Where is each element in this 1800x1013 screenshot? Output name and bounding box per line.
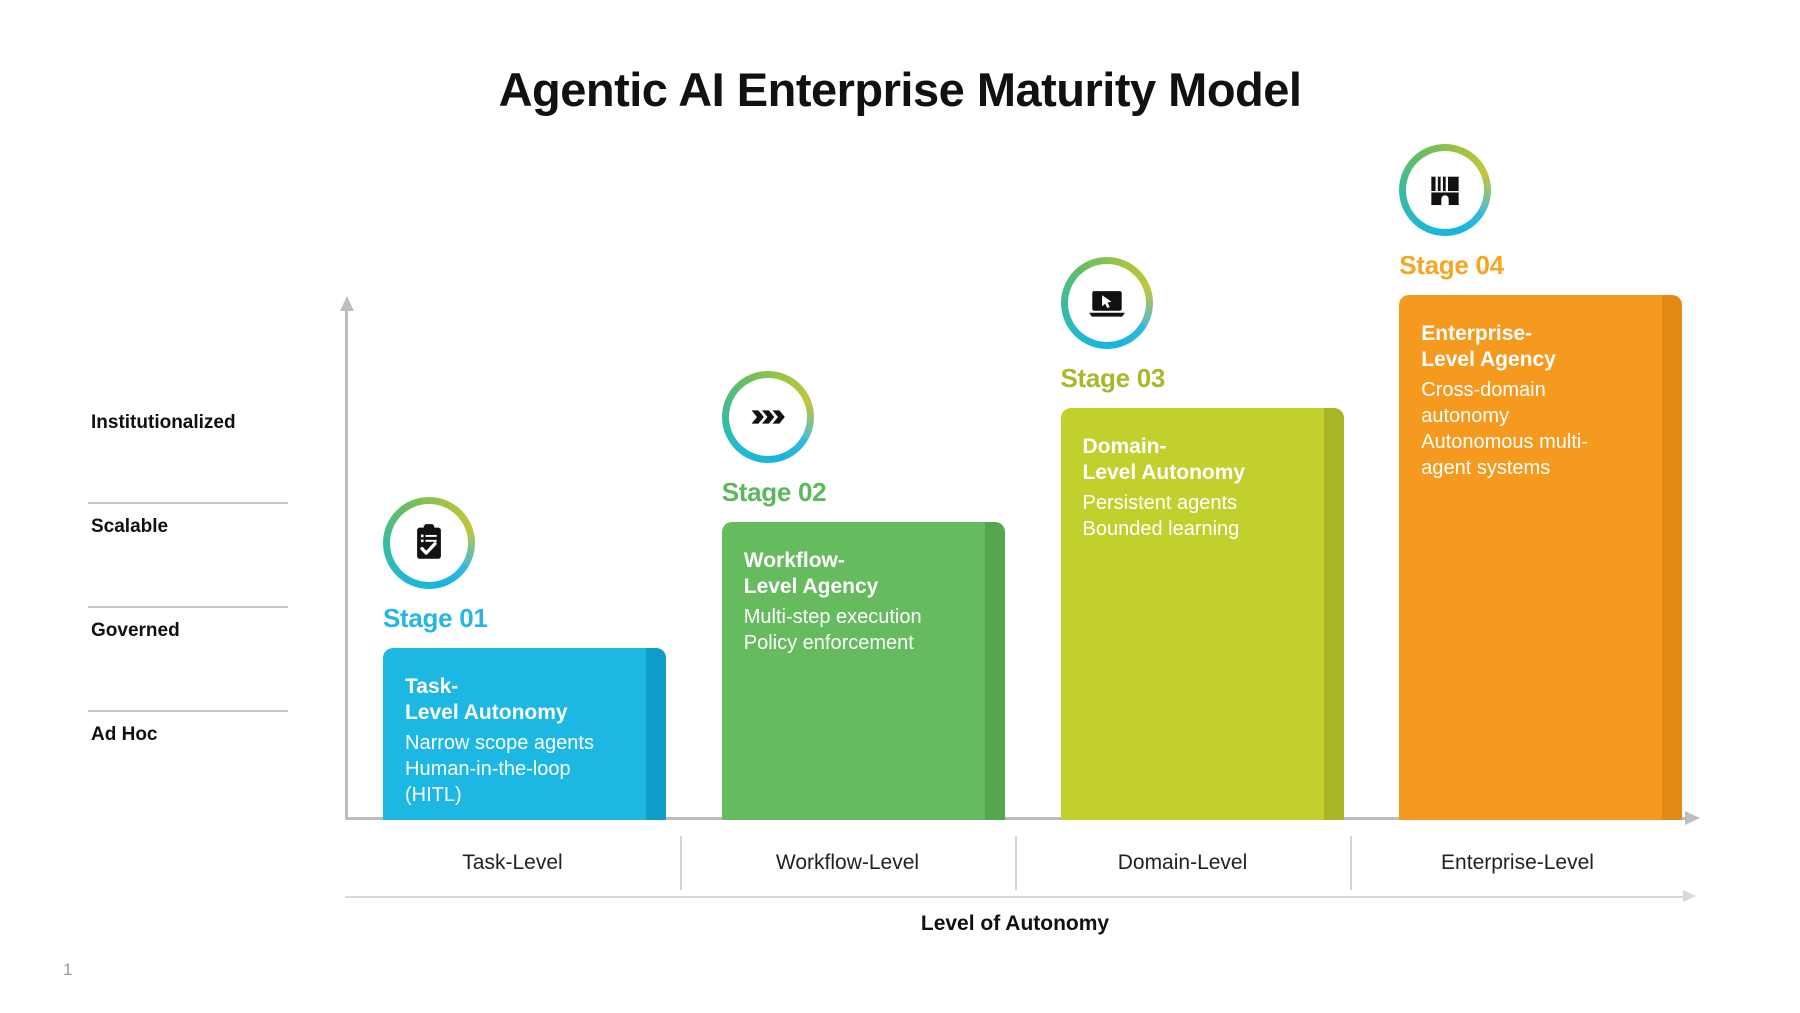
stage-bar-3[interactable]: Domain- Level Autonomy Persistent agents… [1060,408,1344,820]
stage-bar-side-3 [1323,408,1344,820]
x-axis-baseline [345,896,1685,898]
x-axis-line [345,817,1685,820]
y-axis-band: Institutionalized [88,400,298,504]
stage-columns: Stage 01 Task- Level Autonomy Narrow sco… [345,130,1700,820]
y-axis-label-governed: Governed [91,620,180,641]
y-axis-category-labels: Institutionalized Scalable Governed Ad H… [88,400,298,816]
x-axis-category-workflow-level: Workflow-Level [680,832,1015,894]
stage-label-2: Stage 02 [721,477,827,507]
y-axis-label-scalable: Scalable [91,516,169,537]
x-axis-category-task-level: Task-Level [462,851,563,874]
stage-bar-2[interactable]: Workflow- Level Agency Multi-step execut… [721,522,1005,820]
stage-bar-wrap-1: Task- Level Autonomy Narrow scope agents… [383,648,666,820]
stage-icon-ring-1 [383,497,475,589]
x-axis-category-enterprise-level: Enterprise-Level [1350,832,1685,894]
stage-bar-4[interactable]: Enterprise- Level Agency Cross-domain au… [1399,295,1683,820]
y-axis-arrow-icon [340,296,354,311]
stage-header-1: Stage 01 [345,497,684,642]
x-axis-categories: Task-Level Workflow-Level Domain-Level E… [345,832,1685,894]
y-axis-divider [88,502,288,504]
y-axis-band: Ad Hoc [88,712,298,816]
triple-chevron-icon [751,410,785,424]
y-axis-divider [88,606,288,608]
plot-area [340,296,1700,825]
stage-bar-side-4 [1662,295,1683,820]
stage-bar-body-4: Cross-domain autonomy Autonomous multi- … [1421,378,1588,479]
x-axis-arrow-icon [1685,811,1700,825]
stage-bar-body-3: Persistent agents Bounded learning [1082,491,1240,540]
stage-column-4[interactable]: Stage 04 Enterprise- Level Agency Cross-… [1361,130,1700,820]
stage-column-2[interactable]: Stage 02 Workflow- Level Agency Multi-st… [684,130,1023,820]
clipboard-check-icon [417,524,441,559]
stage-label-3: Stage 03 [1060,363,1166,393]
x-axis-category-domain-level: Domain-Level [1015,832,1350,894]
stage-bar-wrap-2: Workflow- Level Agency Multi-step execut… [721,522,1005,820]
stage-column-3[interactable]: Stage 03 Domain- Level Autonomy Persiste… [1023,130,1362,820]
stage-label-4: Stage 04 [1399,250,1504,280]
y-axis-band: Scalable [88,504,298,608]
stage-icon-ring-2 [721,371,814,463]
stage-bar-title-3: Domain- Level Autonomy [1082,435,1246,485]
stage-header-2: Stage 02 [684,371,1023,516]
x-axis-title: Level of Autonomy [920,912,1110,935]
stage-bar-body-2: Multi-step execution Policy enforcement [743,605,922,654]
y-axis-line [345,310,348,820]
y-axis-label-ad-hoc: Ad Hoc [91,724,158,745]
stage-bar-title-2: Workflow- Level Agency [743,549,879,599]
x-axis-baseline-arrow-icon [1683,890,1696,902]
stage-bar-body-1: Narrow scope agents Human-in-the-loop (H… [405,731,594,806]
y-axis-label-institutionalized: Institutionalized [91,412,236,433]
stage-icon-ring-3 [1060,257,1153,349]
laptop-cursor-icon [1088,291,1125,317]
stage-header-4: Stage 04 [1361,144,1700,289]
page-number: 1 [63,960,73,979]
stage-header-3: Stage 03 [1023,257,1362,402]
stage-bar-title-4: Enterprise- Level Agency [1421,322,1556,372]
stage-icon-ring-4 [1399,144,1492,236]
page-title: Agentic AI Enterprise Maturity Model [498,63,1302,116]
stage-bar-title-1: Task- Level Autonomy [405,675,568,725]
bank-building-icon [1431,176,1459,206]
stage-label-1: Stage 01 [383,603,488,633]
y-axis-band: Governed [88,608,298,712]
y-axis-divider [88,710,288,712]
stage-bar-side-1 [646,648,666,820]
stage-bar-wrap-4: Enterprise- Level Agency Cross-domain au… [1399,295,1683,820]
stage-bar-wrap-3: Domain- Level Autonomy Persistent agents… [1060,408,1344,820]
stage-column-1[interactable]: Stage 01 Task- Level Autonomy Narrow sco… [345,130,684,820]
stage-bar-1[interactable]: Task- Level Autonomy Narrow scope agents… [383,648,666,820]
stage-bar-side-2 [984,522,1005,820]
